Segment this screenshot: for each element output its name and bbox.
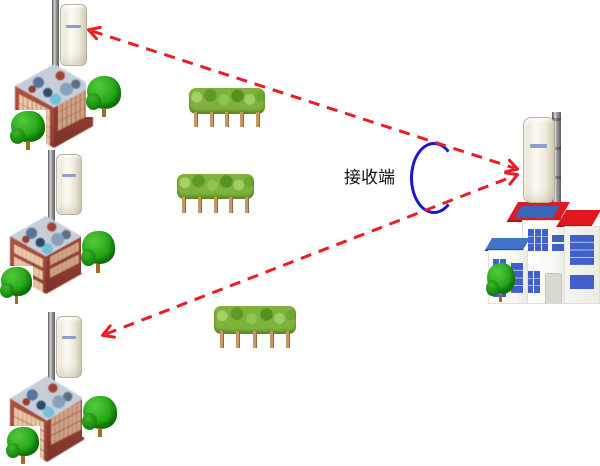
office-windows xyxy=(570,235,594,265)
hedge-trunks xyxy=(194,111,260,128)
tree-icon xyxy=(486,262,516,302)
hedge-canopy xyxy=(214,306,296,334)
ap-logo xyxy=(66,25,81,28)
office-windows xyxy=(527,271,540,293)
hedge-row-icon xyxy=(214,306,296,351)
ap-logo xyxy=(61,174,76,177)
office-roof-panel xyxy=(515,205,560,218)
office-windows xyxy=(570,275,594,289)
beam-angle-arc xyxy=(410,142,458,214)
tree-icon xyxy=(0,266,33,304)
tree-crown-lobe xyxy=(6,442,21,458)
tree-trunk xyxy=(97,427,102,437)
tree-trunk xyxy=(499,293,503,302)
wireless-link-top xyxy=(86,25,520,174)
office-windows xyxy=(552,235,564,251)
tree-icon xyxy=(82,395,118,437)
hedge-canopy xyxy=(177,174,254,200)
hedge-trunks xyxy=(182,196,249,213)
hedge-row-icon xyxy=(189,88,265,130)
office-main-wall xyxy=(522,220,568,304)
antenna-pole xyxy=(48,150,55,242)
tree-icon xyxy=(10,110,46,150)
hedge-row-icon xyxy=(177,174,254,215)
office-door xyxy=(545,273,562,304)
outdoor-ap-icon xyxy=(56,154,82,215)
hedge-canopy xyxy=(189,88,265,115)
tree-trunk xyxy=(101,107,106,117)
antenna-pole xyxy=(52,0,59,78)
tree-icon xyxy=(86,75,122,117)
tree-crown-lobe xyxy=(0,282,14,298)
tree-crown-lobe xyxy=(82,413,98,431)
tree-crown-lobe xyxy=(486,279,499,296)
tree-crown-lobe xyxy=(81,248,96,267)
antenna-pole xyxy=(48,312,55,404)
tree-trunk xyxy=(25,141,30,150)
tree-trunk xyxy=(20,455,25,464)
office-windows xyxy=(528,229,548,251)
office-right-wall xyxy=(564,226,600,304)
ap-logo xyxy=(530,144,548,148)
hedge-trunks xyxy=(219,331,291,349)
tree-icon xyxy=(81,230,116,273)
brick-building-icon xyxy=(10,376,84,462)
receiver-label: 接收端 xyxy=(344,168,395,187)
outdoor-ap-icon xyxy=(523,117,555,203)
tree-icon xyxy=(6,426,40,464)
outdoor-ap-icon xyxy=(60,4,87,66)
outdoor-ap-icon xyxy=(56,316,82,378)
tree-crown-lobe xyxy=(10,127,26,144)
tree-trunk xyxy=(96,263,101,273)
ap-logo xyxy=(61,336,76,339)
tree-trunk xyxy=(14,295,19,304)
